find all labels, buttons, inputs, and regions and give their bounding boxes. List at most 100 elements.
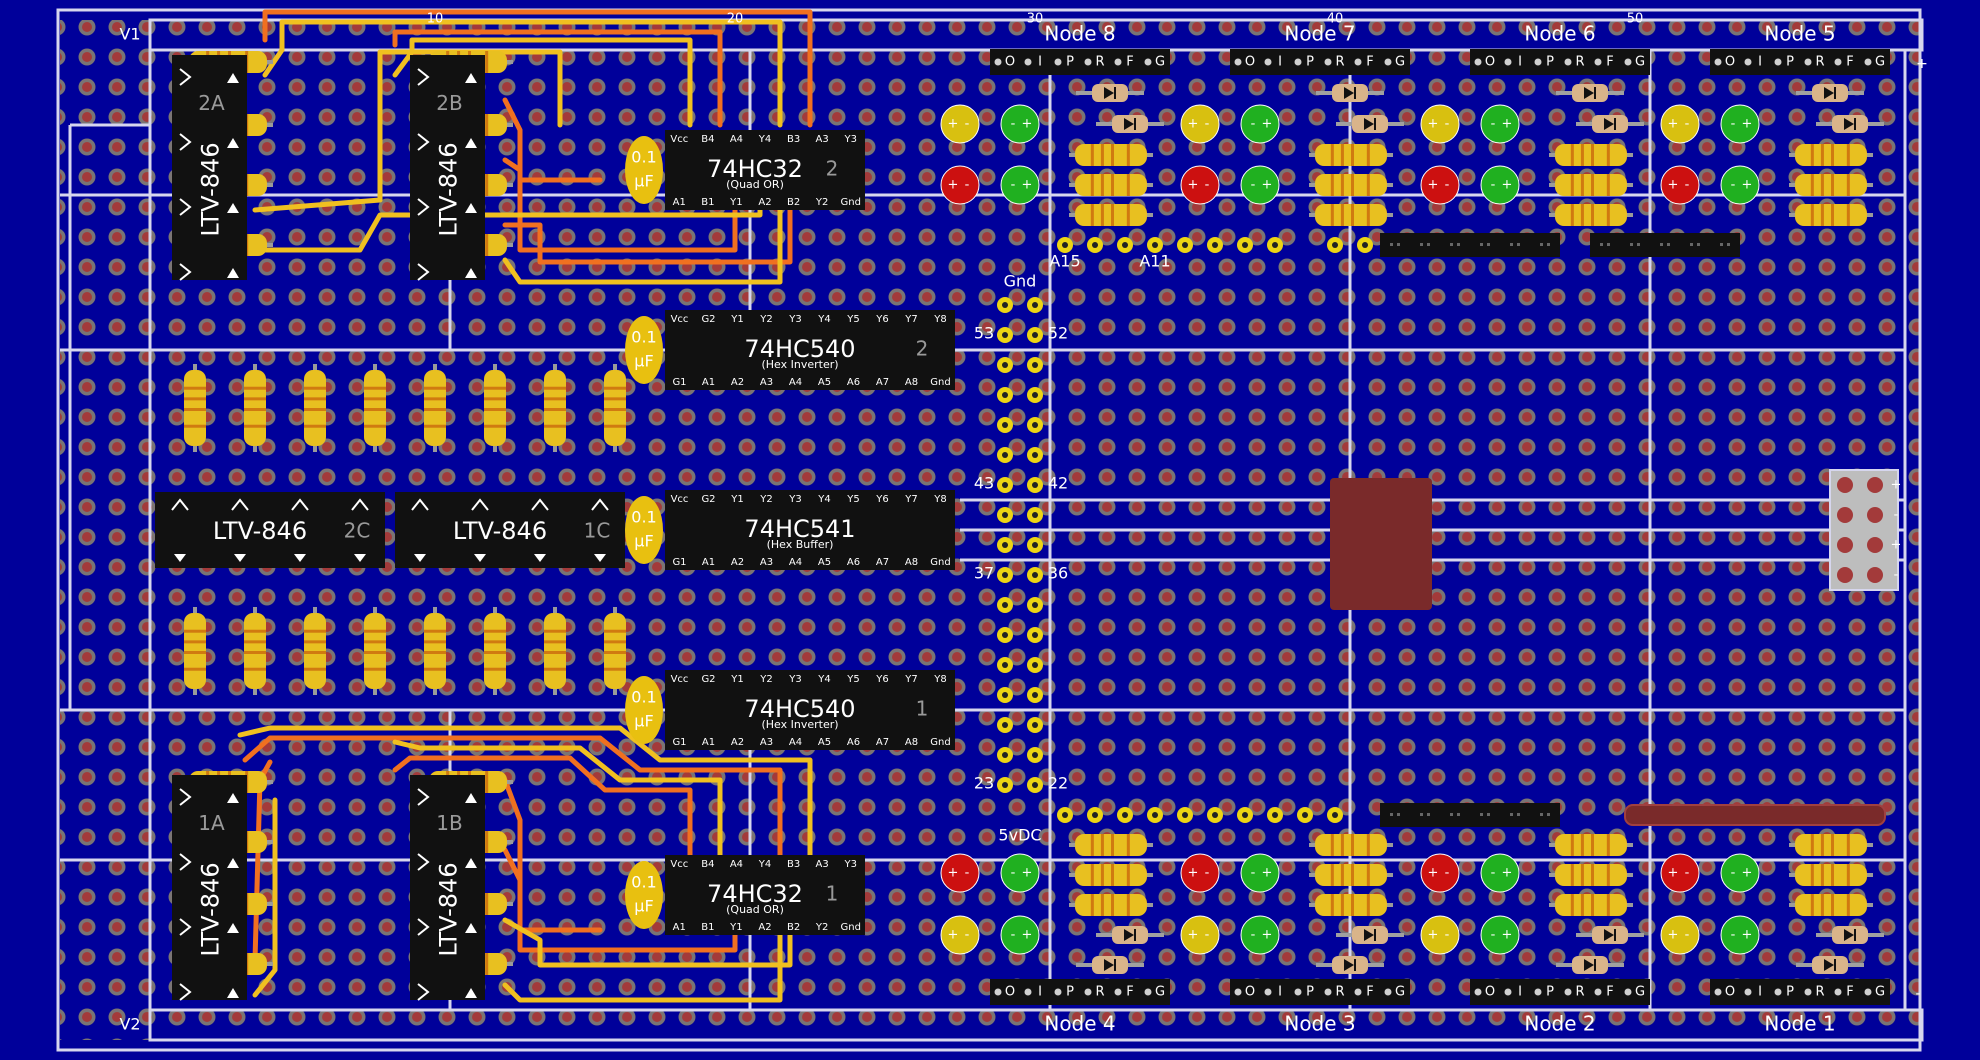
resistor-band — [1126, 174, 1130, 196]
diode-symbol — [227, 858, 239, 868]
resistor — [1789, 834, 1873, 856]
resistor-band — [1846, 864, 1850, 886]
led — [1000, 915, 1040, 955]
header-pin — [1834, 988, 1842, 996]
diode-arrow — [1104, 87, 1114, 99]
resistor — [1549, 894, 1633, 916]
resistor-band — [304, 640, 326, 644]
transistor-symbol — [179, 133, 192, 151]
led — [940, 915, 980, 955]
led-pin-mark: + — [1428, 928, 1439, 943]
header-pin — [1144, 988, 1152, 996]
resistor-band — [1606, 864, 1610, 886]
capacitor-value: 0.1 — [631, 873, 656, 892]
capacitor-value: 0.1 — [631, 148, 656, 167]
led-body — [1180, 104, 1220, 144]
chip-pin-label-top: Y5 — [846, 674, 859, 685]
header-pin — [1744, 58, 1752, 66]
resistor — [184, 607, 206, 695]
node-header-pin-label: R — [1815, 55, 1824, 70]
resistor-band — [484, 651, 506, 654]
diode-symbol — [227, 203, 239, 213]
resistor-band — [304, 667, 326, 671]
node-header-pin-label: R — [1575, 55, 1584, 70]
led-pin-mark: + — [1262, 928, 1273, 943]
label-a15: A15 — [1049, 252, 1080, 271]
header-socket — [1540, 243, 1543, 246]
resistor-band — [1570, 834, 1574, 856]
jumper-pad-hole — [1032, 722, 1038, 728]
connector-pin-label-right: 42 — [1048, 474, 1068, 493]
led — [1240, 915, 1280, 955]
diode-symbol — [465, 138, 477, 148]
header-socket — [1517, 243, 1520, 246]
node-header-pin-label: R — [1095, 985, 1104, 1000]
resistor-band — [1351, 864, 1354, 886]
transistor-symbol — [417, 788, 430, 806]
led-pin-mark: + — [1742, 178, 1753, 193]
diode — [1556, 956, 1624, 974]
optocoupler-channel: 2A — [198, 91, 225, 115]
diode-arrow — [1364, 118, 1374, 130]
logic-chip — [665, 855, 865, 935]
led-pin-mark: + — [948, 866, 959, 881]
chip-pin-label-bottom: Y1 — [729, 197, 742, 208]
header-pin — [1084, 58, 1092, 66]
jumper-pad-hole — [1032, 452, 1038, 458]
led — [1720, 853, 1760, 893]
chip-pin-label-bottom: A6 — [847, 557, 860, 568]
led-body — [1240, 853, 1280, 893]
transistor-symbol — [471, 498, 489, 511]
chip-pin-label-top: Y2 — [759, 674, 772, 685]
optocoupler-channel: 2C — [344, 519, 371, 543]
node-header-pin-label: I — [1758, 55, 1762, 70]
led — [940, 104, 980, 144]
transistor-symbol — [591, 498, 609, 511]
node-header-pin-label: O — [1245, 985, 1255, 1000]
led-body — [1240, 165, 1280, 205]
chip-pin-label-bottom: A6 — [847, 377, 860, 388]
resistor-band — [304, 397, 326, 401]
diode — [1816, 926, 1884, 944]
jumper-wire — [392, 29, 723, 128]
node-header-pin-label: I — [1518, 55, 1522, 70]
header-socket — [1510, 813, 1513, 816]
led-pin-mark: - — [965, 178, 970, 193]
chip-pin-label-bottom: A3 — [760, 377, 773, 388]
capacitor — [625, 136, 663, 204]
diode — [1576, 115, 1644, 133]
led-pin-mark: + — [1428, 866, 1439, 881]
resistor-band — [1111, 204, 1114, 226]
node-header-pin-label: I — [1278, 55, 1282, 70]
node-header-pin-label: O — [1485, 985, 1495, 1000]
node-header-pin-label: I — [1278, 985, 1282, 1000]
resistor-band — [604, 640, 626, 644]
led-body — [1000, 915, 1040, 955]
polarity-minus: - — [1915, 986, 1920, 1002]
header-socket — [1397, 813, 1400, 816]
jumper-pad-hole — [1002, 512, 1008, 518]
header-socket — [1480, 243, 1483, 246]
resistor-band — [485, 51, 489, 73]
resistor-band — [485, 831, 489, 853]
optocoupler-channel: 1B — [436, 811, 462, 835]
chip-pin-label-bottom: A2 — [731, 377, 744, 388]
jumper-pad-hole — [1002, 332, 1008, 338]
led-pin-mark: - — [1011, 866, 1016, 881]
resistor-band — [1366, 204, 1370, 226]
led-pin-mark: - — [1445, 866, 1450, 881]
led — [1180, 165, 1220, 205]
led-pin-mark: - — [1011, 178, 1016, 193]
ruler-tick-label: 40 — [1327, 12, 1344, 27]
resistor-band — [604, 651, 626, 654]
node-header-pin-label: I — [1518, 985, 1522, 1000]
transistor-symbol — [411, 498, 429, 511]
capacitor-unit: µF — [634, 712, 653, 731]
jumper-pad-hole — [1002, 452, 1008, 458]
chip-pin-label-top: Y4 — [758, 134, 771, 145]
resistor-band — [485, 234, 489, 256]
resistor — [1789, 894, 1873, 916]
led-pin-mark: + — [1502, 117, 1513, 132]
chip-pin-label-bottom: A7 — [876, 737, 889, 748]
resistor-band — [1330, 204, 1334, 226]
